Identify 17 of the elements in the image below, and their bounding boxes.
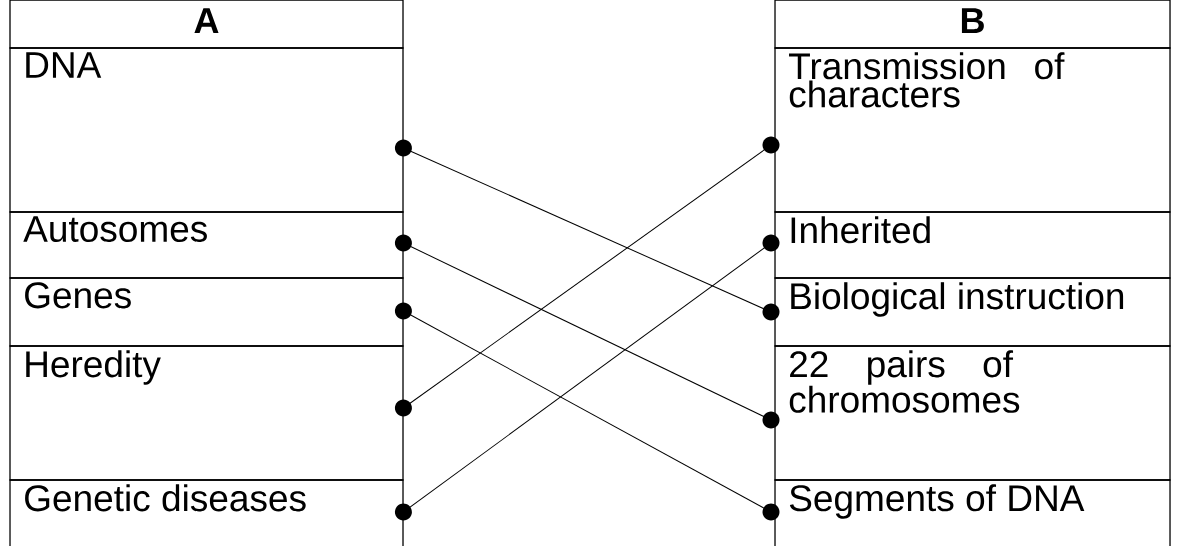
table-cell: 22 pairs of chromosomes: [774, 345, 1171, 481]
connector-line: [394, 136, 780, 417]
table-cell: Biological instruction: [774, 277, 1171, 347]
table-cell: A: [9, 0, 404, 49]
table-cell: Autosomes: [9, 211, 404, 279]
table-cell: Genes: [9, 277, 404, 347]
table-cell: DNA: [9, 47, 404, 213]
table-cell: Heredity: [9, 345, 404, 481]
table-cell: B: [774, 0, 1171, 49]
table-cell: Transmission of characters: [774, 47, 1171, 213]
connector-line: [394, 139, 780, 321]
connector-line: [394, 234, 780, 521]
connector-line: [394, 302, 780, 521]
connector-line: [394, 234, 780, 429]
table-cell: Genetic diseases: [9, 479, 404, 546]
table-cell: Inherited: [774, 211, 1171, 279]
table-cell: Segments of DNA: [774, 479, 1171, 546]
